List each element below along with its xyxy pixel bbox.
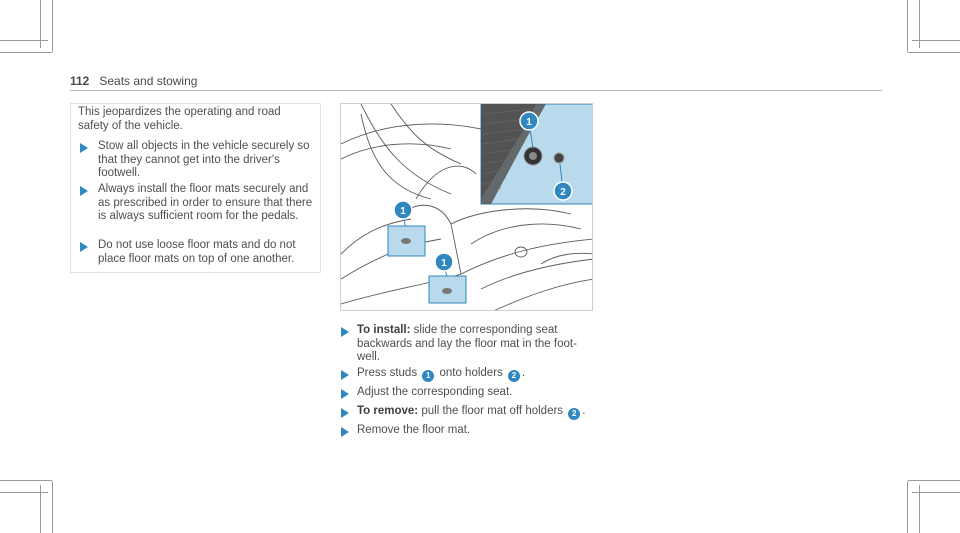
- callout-badge: 2: [568, 408, 581, 420]
- section-title: Seats and stowing: [99, 74, 198, 88]
- page-number: 112: [70, 74, 90, 88]
- remove-step: To remove: pull the floor mat off holder…: [357, 405, 592, 420]
- warning-item: Always install the floor mats securely a…: [98, 183, 313, 222]
- crop-mark: [908, 52, 960, 53]
- install-label: To install:: [357, 324, 411, 336]
- warning-item: Stow all objects in the vehicle securely…: [98, 140, 310, 179]
- crop-mark: [52, 481, 53, 533]
- bullet-arrow-icon: [80, 143, 88, 153]
- crop-mark: [0, 480, 52, 481]
- crop-mark: [912, 40, 960, 41]
- warning-box: [70, 103, 321, 273]
- remove-final-step: Remove the floor mat.: [357, 424, 471, 436]
- press-prefix: Press studs: [357, 367, 418, 379]
- adjust-step: Adjust the corresponding seat.: [357, 386, 513, 398]
- bullet-arrow-icon: [341, 370, 349, 380]
- install-step: To install: slide the corresponding seat…: [357, 324, 592, 365]
- crop-mark: [908, 480, 960, 481]
- crop-mark: [40, 0, 41, 48]
- floor-mat-illustration: 1 2 1 1: [340, 103, 593, 311]
- crop-mark: [919, 0, 920, 48]
- floor-mat-drawing: 1 2 1 1: [341, 104, 592, 310]
- callout-label: 1: [441, 258, 447, 269]
- callout-badge: 2: [507, 370, 520, 382]
- callout-label: 2: [560, 187, 566, 198]
- callout-label: 1: [526, 117, 532, 128]
- install-text: slide the corresponding seat backwards a…: [357, 324, 577, 363]
- crop-mark: [0, 40, 48, 41]
- bullet-arrow-icon: [341, 408, 349, 418]
- bullet-arrow-icon: [341, 389, 349, 399]
- remove-label: To remove:: [357, 405, 419, 417]
- crop-mark: [912, 492, 960, 493]
- press-end: .: [521, 367, 526, 379]
- page-header: 112 Seats and stowing: [70, 74, 197, 88]
- crop-mark: [0, 492, 48, 493]
- bullet-arrow-icon: [341, 327, 349, 337]
- crop-mark: [40, 485, 41, 533]
- crop-mark: [919, 485, 920, 533]
- bullet-arrow-icon: [80, 186, 88, 196]
- callout-label: 1: [400, 206, 406, 217]
- bullet-arrow-icon: [341, 427, 349, 437]
- crop-mark: [907, 481, 908, 533]
- bullet-arrow-icon: [80, 242, 88, 252]
- header-rule: [70, 90, 882, 91]
- remove-text: pull the floor mat off holders: [421, 405, 564, 417]
- crop-mark: [0, 52, 52, 53]
- warning-item: Do not use loose floor mats and do not p…: [98, 239, 296, 265]
- warning-intro: This jeopardizes the operating and road …: [78, 106, 281, 132]
- callout-badge: 1: [422, 370, 435, 382]
- press-step: Press studs 1 onto holders 2.: [357, 367, 592, 382]
- remove-end: .: [582, 405, 586, 417]
- crop-mark: [52, 0, 53, 52]
- crop-mark: [907, 0, 908, 52]
- press-mid: onto holders: [439, 367, 503, 379]
